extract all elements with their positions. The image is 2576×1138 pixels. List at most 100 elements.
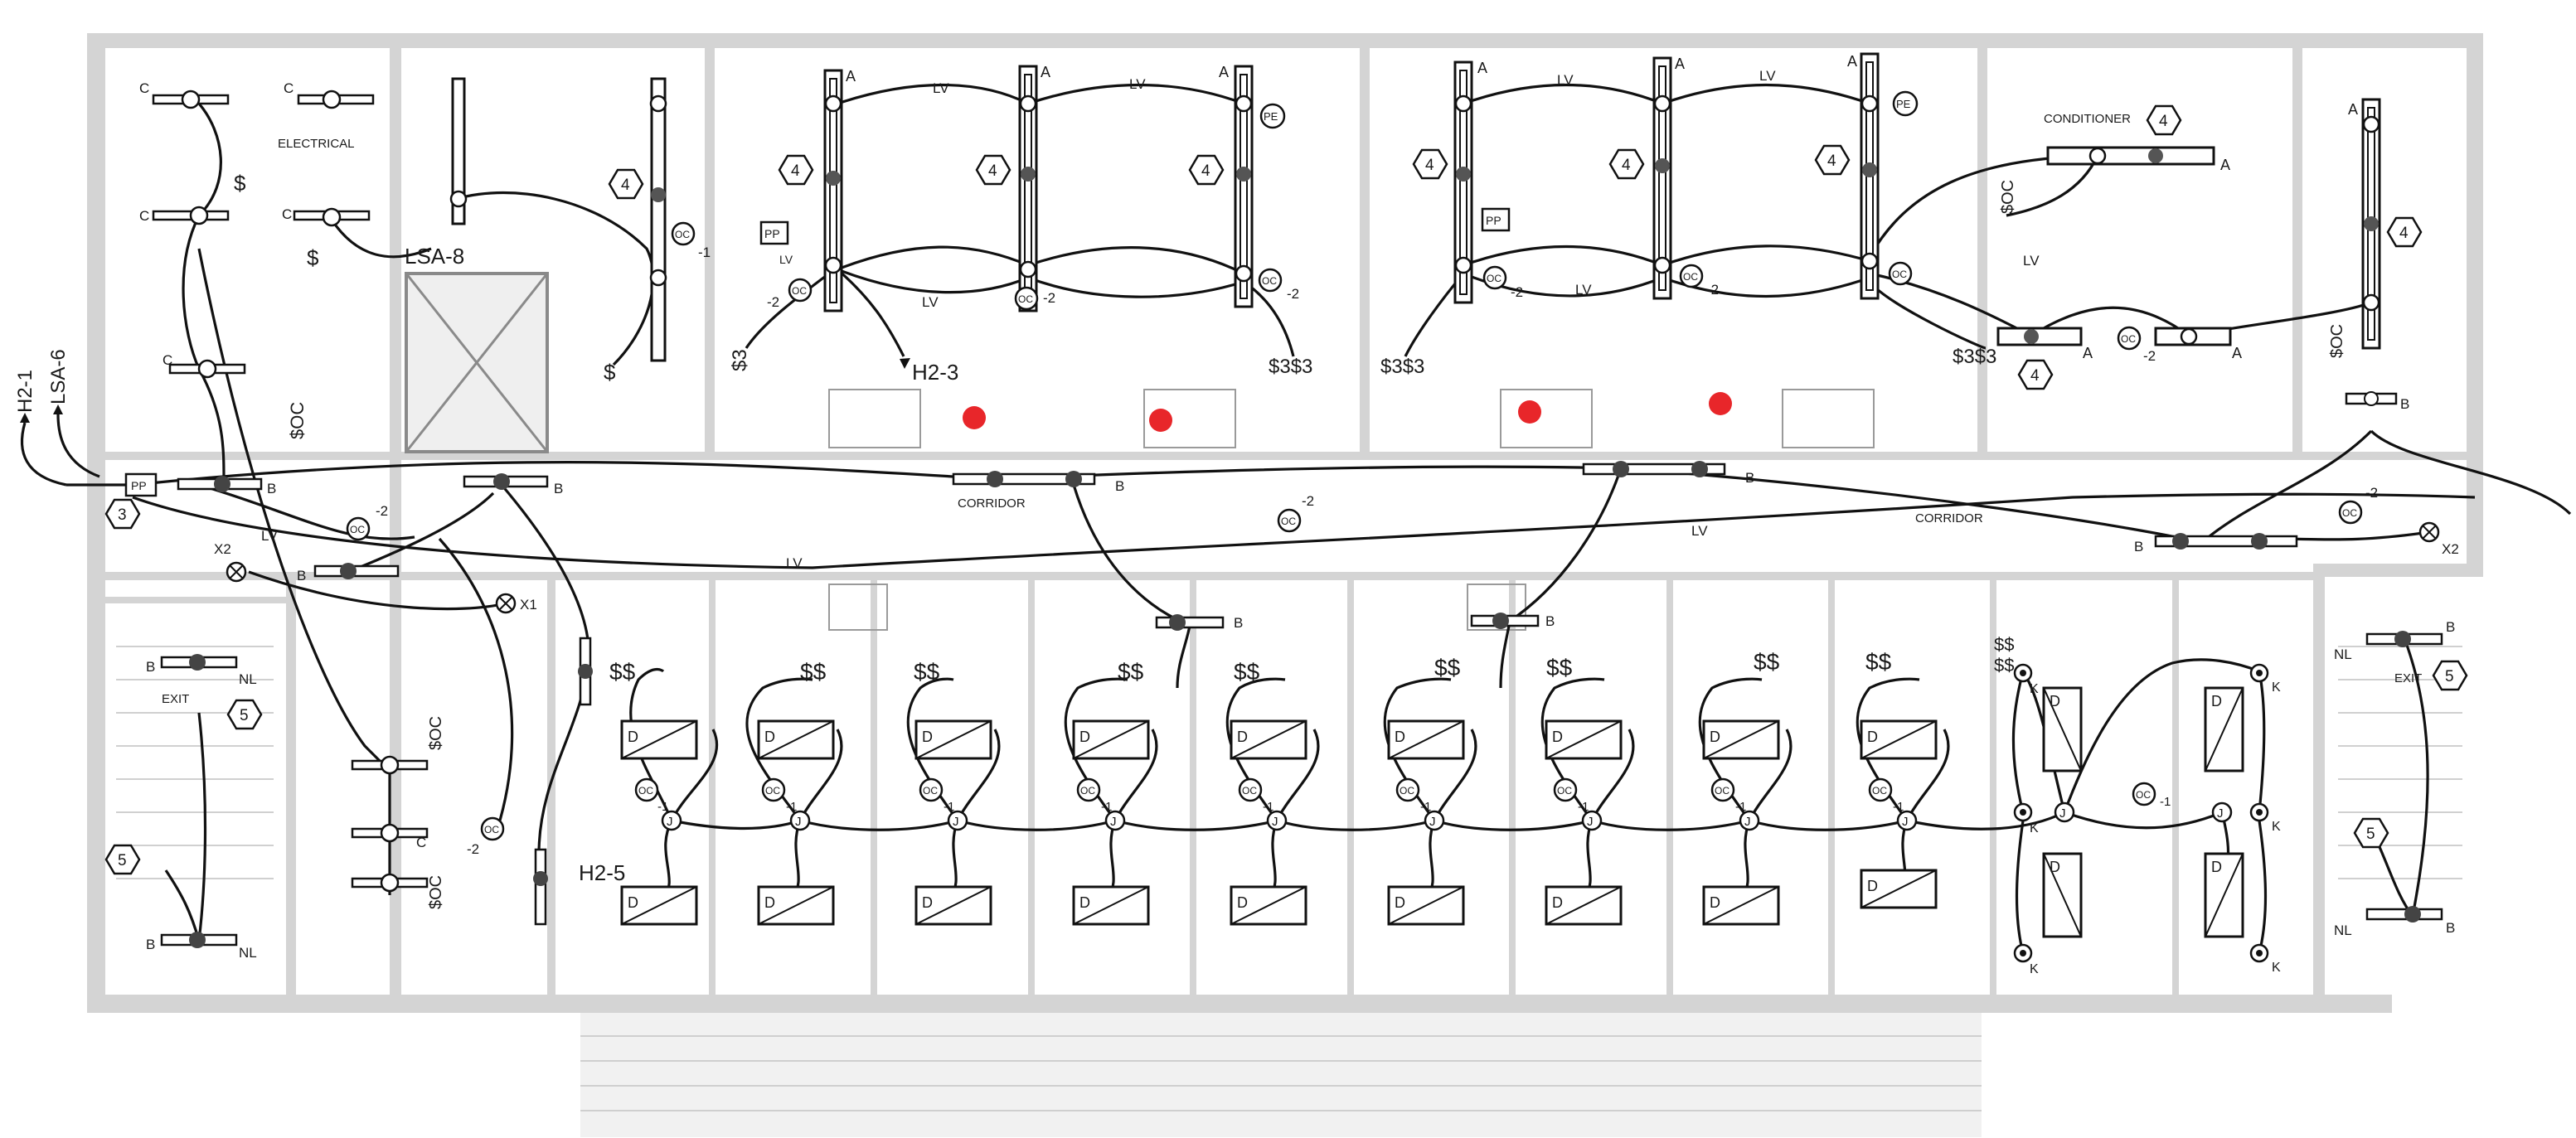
fixture-d-vertical: [2042, 852, 2083, 938]
hex-tag: 4: [608, 168, 644, 200]
fixture-c: [351, 873, 429, 893]
svg-text:PE: PE: [1264, 110, 1278, 123]
svg-text:4: 4: [1622, 157, 1631, 174]
fixture-d: [1860, 719, 1938, 760]
red-markers: [963, 392, 1732, 432]
fixture-code-c: C: [282, 206, 292, 222]
minus-2-label: -2: [1706, 282, 1719, 298]
fixture-d: [1387, 719, 1465, 760]
exit-fixtures: X2 X1 X2: [214, 521, 2459, 614]
svg-text:5: 5: [2366, 826, 2375, 843]
fixture-b: [463, 473, 549, 490]
fixture-code-d: D: [2050, 859, 2060, 875]
circuit-label-h2-3: H2-3: [912, 360, 958, 385]
fixture-a-labels: A A A A A A A A A A: [846, 53, 2358, 361]
red-marker: [1149, 409, 1172, 432]
svg-text:OC: OC: [1262, 275, 1277, 287]
lv-label: LV: [922, 294, 939, 310]
fixture-c: [293, 207, 371, 227]
junction-box: J: [1424, 810, 1445, 831]
hex-tag: 4: [2017, 359, 2054, 390]
fixture-b: [160, 932, 238, 948]
svg-text:J: J: [1744, 815, 1751, 829]
svg-text:4: 4: [791, 162, 800, 180]
building-walls: [87, 33, 2483, 1137]
fixture-code-d: D: [1552, 894, 1563, 911]
minus-2-label: -2: [2365, 485, 2378, 501]
fixture-code-a: A: [1477, 60, 1487, 76]
fixture-c: [168, 359, 246, 379]
fixture-code-d: D: [1079, 729, 1090, 745]
fixtures-type-c: [152, 90, 429, 893]
fixture-code-d: D: [1867, 878, 1878, 894]
switch-single: $: [307, 245, 319, 270]
lv-label: LV: [2023, 253, 2040, 269]
fixture-d: [1387, 885, 1465, 926]
occupancy-sensor: OC: [1238, 777, 1263, 802]
photo-eye: PE: [1259, 103, 1286, 129]
junction-boxes: J J J J J J J J J J J: [661, 801, 2233, 831]
occupancy-sensor: OC: [634, 777, 659, 802]
svg-text:OC: OC: [1715, 785, 1729, 797]
fixture-b-labels: B B B B B B B B B B B B B: [146, 396, 2455, 952]
hex-tag: 4: [975, 154, 1011, 186]
exit-fixture-x1: [495, 593, 517, 614]
hex-tag: 4: [778, 154, 814, 186]
svg-text:OC: OC: [1872, 785, 1887, 797]
fixture-k: [2249, 663, 2269, 683]
switch-double: $$: [1546, 655, 1573, 680]
occupancy-sensor: OC: [1482, 265, 1507, 290]
occupancy-sensor: OC: [1679, 264, 1704, 288]
fixture-c-labels: C C C C C C: [139, 80, 426, 850]
fixture-code-d: D: [764, 894, 775, 911]
circuit-label-lsa-6: LSA-6: [47, 349, 70, 404]
fixture-code-b: B: [297, 568, 306, 584]
fixture-code-a: A: [2348, 101, 2358, 118]
fixture-b-double: [2154, 533, 2298, 550]
minus-1-label: -1: [1263, 800, 1273, 814]
svg-text:J: J: [1902, 815, 1909, 829]
junction-box: J: [789, 810, 811, 831]
switch-double: $$: [1234, 659, 1260, 685]
minus-2-label: -2: [1511, 284, 1523, 300]
svg-text:OC: OC: [638, 785, 653, 797]
fixtures-type-a: [449, 52, 2381, 362]
fixture-code-b: B: [2446, 920, 2455, 936]
red-marker: [1518, 400, 1541, 424]
occupancy-sensor: OC: [671, 221, 696, 246]
fixture-b-double: [952, 471, 1096, 487]
hex-tag: 5: [2432, 660, 2468, 691]
minus-1-label: -1: [1735, 800, 1746, 814]
svg-text:PP: PP: [1486, 214, 1501, 227]
fixture-a-vertical: [2361, 98, 2381, 350]
minus-1-label: -1: [698, 245, 711, 260]
fixture-code-c: C: [139, 80, 149, 96]
fixture-code-k: K: [2272, 680, 2281, 695]
svg-text:OC: OC: [2136, 789, 2151, 801]
circuit-label-lsa-8: LSA-8: [405, 244, 464, 269]
switch-single: $: [234, 171, 246, 196]
fixture-code-d: D: [1867, 729, 1878, 745]
lv-label: LV: [933, 80, 949, 96]
occupancy-sensor: OC: [480, 816, 505, 841]
svg-text:J: J: [1272, 815, 1278, 829]
fixture-code-k: K: [2030, 962, 2039, 976]
svg-text:OC: OC: [1242, 785, 1257, 797]
fixture-d-vertical: [2042, 686, 2083, 772]
svg-text:J: J: [667, 815, 673, 829]
fixture-code-nl: NL: [2334, 923, 2352, 938]
fixture-code-c: C: [416, 835, 426, 850]
room-label-corridor-east: CORRIDOR: [1915, 511, 1983, 525]
minus-2-label: -2: [767, 294, 779, 310]
lv-label: LV: [1575, 282, 1592, 298]
occupancy-sensor: OC: [346, 516, 371, 541]
junction-box: J: [2054, 801, 2075, 823]
lv-label: LV: [261, 528, 278, 544]
fixture-code-d: D: [922, 894, 933, 911]
minus-2-label: -2: [1287, 286, 1299, 302]
svg-text:OC: OC: [923, 785, 938, 797]
junction-box: J: [661, 810, 682, 831]
svg-text:OC: OC: [1400, 785, 1414, 797]
fixture-a-horizontal: [1996, 327, 2083, 346]
junction-box: J: [1266, 810, 1288, 831]
